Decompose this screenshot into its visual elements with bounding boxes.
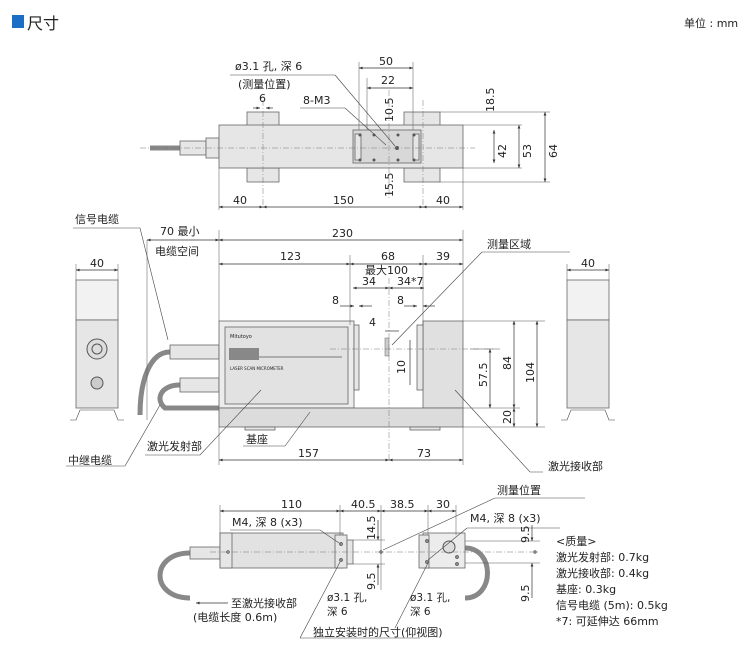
dim-38-5: 38.5 <box>390 498 415 511</box>
hole-a-line2: 深 6 <box>327 606 348 618</box>
dim-14-5: 14.5 <box>365 516 378 541</box>
dim-150: 150 <box>333 194 354 207</box>
dim-8-right: 8 <box>397 294 404 307</box>
dim-6: 6 <box>259 92 266 105</box>
cable-space-label: 电缆空间 <box>155 244 199 258</box>
front-view: 40 40 Mitutoyo LASER SCAN MICROMETER <box>66 213 615 473</box>
dim-22: 22 <box>381 74 395 87</box>
dim-68: 68 <box>381 250 395 263</box>
dim-20: 20 <box>501 410 514 424</box>
hole-a-line1: ø3.1 孔, <box>327 591 367 604</box>
mass-line: 激光发射部: 0.7kg <box>556 550 649 564</box>
dim-4: 4 <box>369 316 376 329</box>
mass-line: 信号电缆 (5m): 0.5kg <box>556 599 668 612</box>
dim-53: 53 <box>521 144 534 158</box>
dim-18-5: 18.5 <box>484 88 497 113</box>
base-label: 基座 <box>246 432 268 446</box>
hole-note-sub: (测量位置) <box>238 77 291 91</box>
product-name: LASER SCAN MICROMETER <box>230 366 284 371</box>
measure-area-label: 测量区域 <box>487 238 531 251</box>
mass-footnote: *7: 可延伸达 66mm <box>556 615 659 628</box>
dim-157: 157 <box>298 447 319 460</box>
measure-position-label: 测量位置 <box>497 483 541 497</box>
max-100: 最大100 <box>365 263 408 277</box>
dim-10: 10 <box>395 360 408 374</box>
dim-230: 230 <box>332 227 353 240</box>
dim-39: 39 <box>436 250 450 263</box>
mass-info: <质量> 激光发射部: 0.7kg 激光接收部: 0.4kg 基座: 0.3kg… <box>556 535 668 628</box>
dim-42: 42 <box>496 144 509 158</box>
dim-40-right: 40 <box>436 194 450 207</box>
min-space-label: 70 最小 <box>160 225 200 238</box>
dim-30: 30 <box>436 498 450 511</box>
emitter-label: 激光发射部 <box>147 439 202 453</box>
bottom-view-caption: 独立安装时的尺寸(仰视图) <box>313 625 443 639</box>
dim-34-right: 34*7 <box>397 275 424 288</box>
dim-64: 64 <box>547 144 560 158</box>
dim-9-5-bottom: 9.5 <box>519 585 532 603</box>
dim-15-5: 15.5 <box>383 173 396 198</box>
dim-10-5: 10.5 <box>383 98 396 123</box>
m4-right-label: M4, 深 8 (x3) <box>470 512 541 525</box>
screw-note: 8-M3 <box>303 94 330 107</box>
hole-note: ø3.1 孔, 深 6 <box>235 60 302 73</box>
mass-line: 激光接收部: 0.4kg <box>556 566 649 580</box>
dim-34-left: 34 <box>362 275 376 288</box>
mass-line: 基座: 0.3kg <box>556 582 616 596</box>
dim-9-5-mid: 9.5 <box>365 573 378 591</box>
side-right-40: 40 <box>581 257 595 270</box>
dim-84: 84 <box>501 356 514 370</box>
hole-b-line2: 深 6 <box>410 606 431 618</box>
dim-8-left: 8 <box>332 294 339 307</box>
dim-40-left: 40 <box>233 194 247 207</box>
relay-cable-label: 中继电缆 <box>68 454 112 467</box>
brand-logo: Mitutoyo <box>230 334 252 340</box>
dim-104: 104 <box>524 362 537 383</box>
hole-b-line1: ø3.1 孔, <box>410 591 450 604</box>
signal-cable-label: 信号电缆 <box>75 213 119 226</box>
unit-label: 单位 : mm <box>684 16 738 30</box>
dim-73: 73 <box>417 447 431 460</box>
dim-57-5: 57.5 <box>477 363 490 388</box>
dim-40-5: 40.5 <box>351 498 376 511</box>
bottom-view: 测量位置 M4, 深 8 (x3) M4, 深 8 (x3) 至激光接收部 (电… <box>157 483 585 639</box>
title-marker-icon <box>12 15 24 28</box>
dim-50: 50 <box>379 55 393 68</box>
mass-title: <质量> <box>556 535 596 548</box>
dim-123: 123 <box>280 250 301 263</box>
page-title: 尺寸 <box>27 14 59 33</box>
to-receiver-label: 至激光接收部 <box>231 596 297 610</box>
dim-110: 110 <box>281 498 302 511</box>
receiver-label: 激光接收部 <box>548 459 603 473</box>
top-view: ø3.1 孔, 深 6 (测量位置) 8-M3 6 50 22 18.5 10.… <box>140 55 560 210</box>
dim-9-5-top: 9.5 <box>519 526 532 544</box>
m4-left-label: M4, 深 8 (x3) <box>232 516 303 529</box>
cable-length-label: (电缆长度 0.6m) <box>193 610 277 624</box>
side-left-40: 40 <box>90 257 104 270</box>
